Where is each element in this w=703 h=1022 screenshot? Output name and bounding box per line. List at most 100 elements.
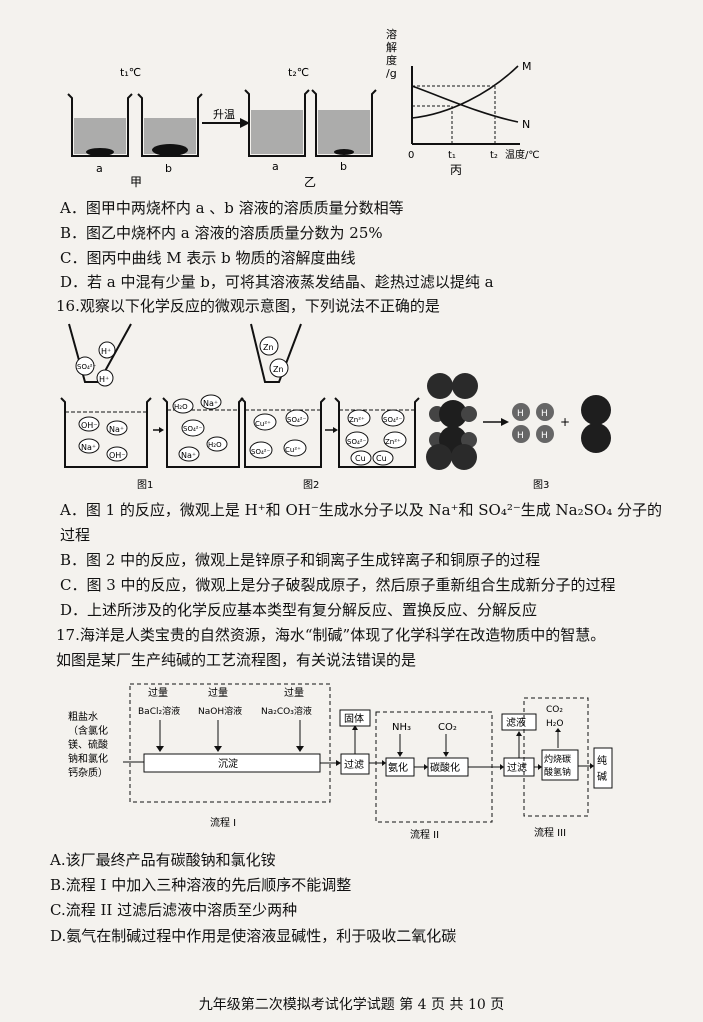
process-3-label: 流程 III xyxy=(534,826,566,839)
b3-cu2: Cu²⁺ xyxy=(285,446,301,454)
ammoniate-label: 氨化 xyxy=(388,761,408,774)
solubility-graph: 溶 解 度 /g M N 0 t₁ t₂ 温度/℃ 丙 xyxy=(386,27,540,177)
label-jia: 甲 xyxy=(130,175,142,188)
process-1-label: 流程 I xyxy=(210,816,236,829)
b3-so4-1: SO₄²⁻ xyxy=(287,416,307,424)
q16-stem: 16.观察以下化学反应的微观示意图，下列说法不正确的是 xyxy=(56,297,440,315)
b2-na1: Na⁺ xyxy=(203,399,218,408)
f1-h2: H⁺ xyxy=(99,375,109,384)
label-bing: 丙 xyxy=(450,163,462,177)
precip-label: 沉淀 xyxy=(218,757,238,770)
b2-h2o1: H₂O xyxy=(174,403,188,411)
b1-oh1: OH⁻ xyxy=(81,421,98,430)
curve-n-label: N xyxy=(522,118,530,131)
curve-m xyxy=(411,65,519,119)
filter-1-label: 过滤 xyxy=(344,758,364,771)
feed-4: 钠和氯化 xyxy=(68,752,108,765)
fig3-label: 图3 xyxy=(533,479,549,491)
h2o-top-label: H₂O xyxy=(546,719,563,729)
q16-option-c: C．图 3 中的反应，微观上是分子破裂成原子，然后原子重新组合生成新分子的过程 xyxy=(60,576,616,594)
reagent-bacl2: BaCl₂溶液 xyxy=(138,705,180,717)
beaker-2 xyxy=(162,397,244,468)
fig3-h1: H xyxy=(517,409,524,419)
x-axis-label: 温度/℃ xyxy=(505,148,540,161)
b3-cu1: Cu²⁺ xyxy=(255,420,271,428)
carbonate-label: 碳酸化 xyxy=(430,761,460,774)
q15-figure: t₁℃ 升温 t₂℃ a b a b 甲 乙 溶 解 度 /g M N 0 t₁… xyxy=(67,27,540,188)
f2-zn2: Zn xyxy=(273,365,284,374)
q16-figure: H⁺ SO₄²⁻ H⁺ OH⁻ Na⁺ Na⁺ OH⁻ H₂O Na⁺ SO₄²… xyxy=(60,323,611,491)
origin-label: 0 xyxy=(408,150,414,161)
q15-option-d: D．若 a 中混有少量 b，可将其溶液蒸发结晶、趁热过滤以提纯 a xyxy=(60,273,494,291)
f1-h1: H⁺ xyxy=(101,347,111,356)
q16-option-b: B．图 2 中的反应，微观上是锌原子和铜离子生成锌离子和铜原子的过程 xyxy=(60,551,541,569)
b4-zn1: Zn²⁺ xyxy=(349,416,365,424)
q16-option-a: A．图 1 的反应，微观上是 H⁺和 OH⁻生成水分子以及 Na⁺和 SO₄²⁻… xyxy=(60,501,662,519)
beaker-jia-a xyxy=(67,93,133,157)
curve-n xyxy=(411,85,519,123)
reagent-naoh: NaOH溶液 xyxy=(198,705,242,717)
b4-cu1: Cu xyxy=(355,454,366,463)
q17-flowchart: 粗盐水 （含氯化 镁、硫酸 钠和氯化 钙杂质） 过量 过量 过量 BaCl₂溶液… xyxy=(68,683,613,841)
process-3-box xyxy=(523,697,589,817)
excess-1: 过量 xyxy=(148,686,168,699)
excess-3: 过量 xyxy=(284,686,304,699)
beaker-3 xyxy=(240,397,326,468)
calcine-box xyxy=(541,749,579,781)
fig3-h4: H xyxy=(541,431,548,441)
label-yi: 乙 xyxy=(304,175,316,188)
q17-option-c: C.流程 II 过滤后滤液中溶质至少两种 xyxy=(50,901,298,919)
filtrate-label: 滤液 xyxy=(506,716,526,729)
excess-2: 过量 xyxy=(208,686,228,699)
fig1-label: 图1 xyxy=(137,479,153,491)
f1-so4: SO₄²⁻ xyxy=(77,363,97,371)
y-axis-4: /g xyxy=(386,67,397,80)
filter-2-label: 过滤 xyxy=(507,761,527,774)
label-b2: b xyxy=(340,160,347,173)
label-a2: a xyxy=(272,160,279,173)
co2-label: CO₂ xyxy=(438,722,457,733)
b2-so4: SO₄²⁻ xyxy=(183,425,203,433)
y-axis-3: 度 xyxy=(386,53,397,67)
process-2-label: 流程 II xyxy=(410,828,439,841)
fig3-h2: H xyxy=(541,409,548,419)
t2-label: t₂℃ xyxy=(288,66,309,79)
b1-oh2: OH⁻ xyxy=(109,451,126,460)
page-footer: 九年级第二次模拟考试化学试题 第 4 页 共 10 页 xyxy=(198,997,505,1013)
solid-box xyxy=(339,709,371,727)
reagent-na2co3: Na₂CO₃溶液 xyxy=(261,705,312,717)
q15-option-c: C．图丙中曲线 M 表示 b 物质的溶解度曲线 xyxy=(60,249,356,267)
process-1-box xyxy=(129,683,331,803)
curve-m-label: M xyxy=(522,60,532,73)
feed-5: 钙杂质） xyxy=(68,766,108,779)
b3-so4-2: SO₄²⁻ xyxy=(251,448,271,456)
q17-option-b: B.流程 I 中加入三种溶液的先后顺序不能调整 xyxy=(50,876,352,894)
y-axis-1: 溶 xyxy=(386,27,397,41)
beaker-yi-b xyxy=(311,89,377,157)
q17-option-a: A.该厂最终产品有碳酸钠和氯化铵 xyxy=(50,851,276,869)
fig3-molecules: H H H H + xyxy=(426,373,611,470)
label-a1: a xyxy=(96,162,103,175)
b1-na2: Na⁺ xyxy=(81,443,96,452)
t1-tick: t₁ xyxy=(448,150,456,161)
feed-2: （含氯化 xyxy=(68,724,108,737)
q16-option-d: D．上述所涉及的化学反应基本类型有复分解反应、置换反应、分解反应 xyxy=(60,601,538,619)
co2-top-label: CO₂ xyxy=(546,705,563,715)
q15-option-b: B．图乙中烧杯内 a 溶液的溶质质量分数为 25% xyxy=(60,224,383,242)
q16-option-a-cont: 过程 xyxy=(60,526,91,544)
calcine-1: 灼烧碳 xyxy=(544,753,571,765)
feed-3: 镁、硫酸 xyxy=(68,738,108,751)
product-1: 纯 xyxy=(597,754,607,767)
calcine-2: 酸氢钠 xyxy=(544,766,571,778)
product-box xyxy=(593,747,613,789)
b4-cu2: Cu xyxy=(376,454,387,463)
heat-label: 升温 xyxy=(213,108,235,121)
q17-stem-2: 如图是某厂生产纯碱的工艺流程图，有关说法错误的是 xyxy=(56,651,417,669)
y-axis-2: 解 xyxy=(386,40,397,54)
q17-stem-1: 17.海洋是人类宝贵的自然资源，海水“制碱”体现了化学科学在改造物质中的智慧。 xyxy=(56,626,606,644)
b2-h2o2: H₂O xyxy=(208,441,222,449)
fig3-plus: + xyxy=(560,415,570,429)
b2-na2: Na⁺ xyxy=(181,451,196,460)
b4-so4-2: SO₄²⁻ xyxy=(347,438,367,446)
beaker-jia-b xyxy=(137,93,203,157)
